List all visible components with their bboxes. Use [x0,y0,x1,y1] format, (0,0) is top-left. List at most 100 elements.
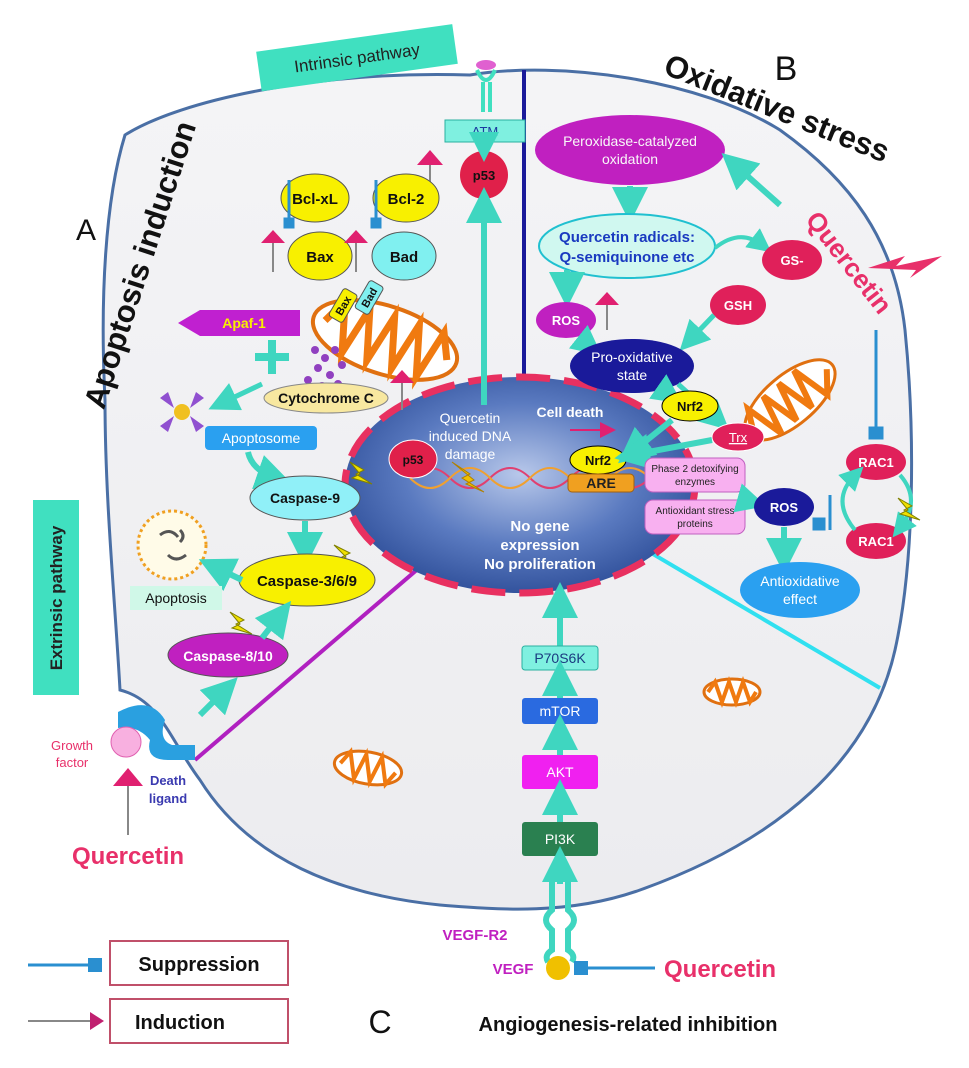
rac1-node-lower: RAC1 [846,523,906,559]
rac1-cycle-arrow-left [838,466,864,532]
svg-text:Induction: Induction [135,1012,225,1034]
apoptosome-icon [160,392,204,432]
svg-text:GSH: GSH [724,298,752,313]
svg-text:effect: effect [783,591,817,607]
svg-text:mTOR: mTOR [540,703,581,719]
svg-text:Antioxidative: Antioxidative [760,573,840,589]
atm-receptor-top [475,60,497,112]
rac1-suppression-icon [868,330,884,440]
detox-to-ros-arrow [733,483,767,513]
antioxidant-proteins-node: Antioxidant stress proteins [644,499,746,535]
p53-nuclear-node: p53 [388,439,438,479]
bax-node: Bax [287,231,353,281]
rac1-cycle-arrow-right [892,473,917,538]
svg-text:Caspase-8/10: Caspase-8/10 [183,648,273,664]
growth-factor-icon [110,726,142,758]
svg-text:oxidation: oxidation [602,151,658,167]
vegf-r2-label: VEGF-R2 [442,927,507,944]
trx-node: Trx [711,422,765,452]
legend-induction: Induction [28,998,289,1044]
cytc-to-apoptosome-arrow [208,381,264,411]
dna-damage-text-2: induced DNA [429,428,512,444]
apoptosis-label-node: Apoptosis [130,586,222,610]
ros-node-upper: ROS [536,302,596,338]
quercetin-lightning-icon [868,256,942,278]
quercetin-label-angiogenesis: Quercetin [664,956,776,983]
cell-death-label: Cell death [537,404,604,420]
quercetin-to-peroxidase-arrow [721,153,782,208]
bcl-2-node: Bcl-2 [372,173,440,223]
no-gene-text-3: No proliferation [484,556,596,573]
svg-text:Cytochrome C: Cytochrome C [278,390,374,406]
dna-damage-lightning-icon [451,461,485,493]
p53-upper-node: p53 [460,151,508,199]
apoptosome-to-caspase9-arrow [245,451,292,490]
gsh-node: GSH [710,285,766,325]
quercetin-radicals-node: Quercetin radicals: Q-semiquinone etc [538,213,716,279]
svg-text:Suppression: Suppression [138,954,259,976]
section-b-letter: B [775,50,798,88]
death-ligand-label-2: ligand [149,791,187,806]
peroxidase-node: Peroxidase-catalyzed oxidation [535,115,725,185]
svg-text:Nrf2: Nrf2 [585,453,611,468]
mitochondrion-main [310,291,460,390]
mitochondrion-decor-2 [702,675,762,709]
atm-box: ATM [444,119,526,143]
svg-text:Caspase-3/6/9: Caspase-3/6/9 [257,573,357,590]
section-a-letter: A [76,214,96,247]
caspase-810-node: Caspase-8/10 [167,632,289,678]
no-gene-text-2: expression [500,537,579,554]
svg-text:Bcl-xL: Bcl-xL [292,191,338,208]
extrinsic-pathway-label: Extrinsic pathway [33,500,79,695]
svg-text:Apoptosis: Apoptosis [145,590,206,606]
svg-text:p53: p53 [473,168,495,183]
caspase369-to-apoptosis-arrow [198,558,244,592]
ros-to-prooxidative-arrow [568,324,602,356]
ros-induction-icon [595,292,619,330]
mtor-node: mTOR [522,698,598,724]
trx-to-nucleus-arrow [614,433,713,470]
ros-node-lower: ROS [754,488,814,526]
svg-text:Antioxidant stress: Antioxidant stress [656,506,735,517]
section-c-title: Angiogenesis-related inhibition [479,1014,778,1036]
bax-bad-induction-icons [261,230,368,272]
vegf-ligand-icon [546,956,570,980]
quercetin-label-apoptosis: Quercetin [72,843,184,870]
caspase-369-node: Caspase-3/6/9 [238,553,376,607]
mito-induction-icon [390,370,414,410]
receptor-to-caspase810-arrow [197,677,238,718]
caspase810-to-369-arrow [254,600,292,641]
gs-node: GS- [762,240,822,280]
svg-text:Bax: Bax [306,249,334,266]
growth-factor-label-2: factor [56,755,89,770]
section-c-letter: C [368,1004,391,1040]
are-node: ARE [567,473,635,493]
nrf2-nuclear-node: Nrf2 [569,445,627,475]
p70s6k-node: P70S6K [521,645,599,671]
caspase9-lightning-icon [349,461,373,485]
radicals-to-gs-arrow [713,228,772,253]
svg-text:Trx: Trx [729,430,748,445]
svg-text:P70S6K: P70S6K [534,650,586,666]
bad-mito-tag: Bad [354,280,384,315]
apaf1-node: Apaf-1 [178,310,300,336]
svg-text:ATM: ATM [472,124,498,139]
svg-text:Extrinsic pathway: Extrinsic pathway [47,525,66,670]
mitochondrion-decor-1 [332,747,404,789]
gsh-to-prooxidative-arrow [679,313,716,351]
caspase-9-node: Caspase-9 [249,475,361,521]
akt-node: AKT [522,755,598,789]
apoptotic-cell-icon [136,509,208,581]
svg-text:PI3K: PI3K [545,831,576,847]
dna-damage-text-1: Quercetin [440,410,501,426]
svg-text:RAC1: RAC1 [858,534,893,549]
svg-text:Bcl-2: Bcl-2 [388,191,425,208]
plus-icon [255,340,289,374]
antioxidative-effect-node: Antioxidative effect [740,562,860,618]
rac1-lightning-icon [897,497,921,521]
vegf-label: VEGF [493,961,534,978]
bcl-suppression-icons [283,180,382,229]
apoptosome-node: Apoptosome [205,426,317,450]
death-ligand-label-1: Death [150,773,186,788]
